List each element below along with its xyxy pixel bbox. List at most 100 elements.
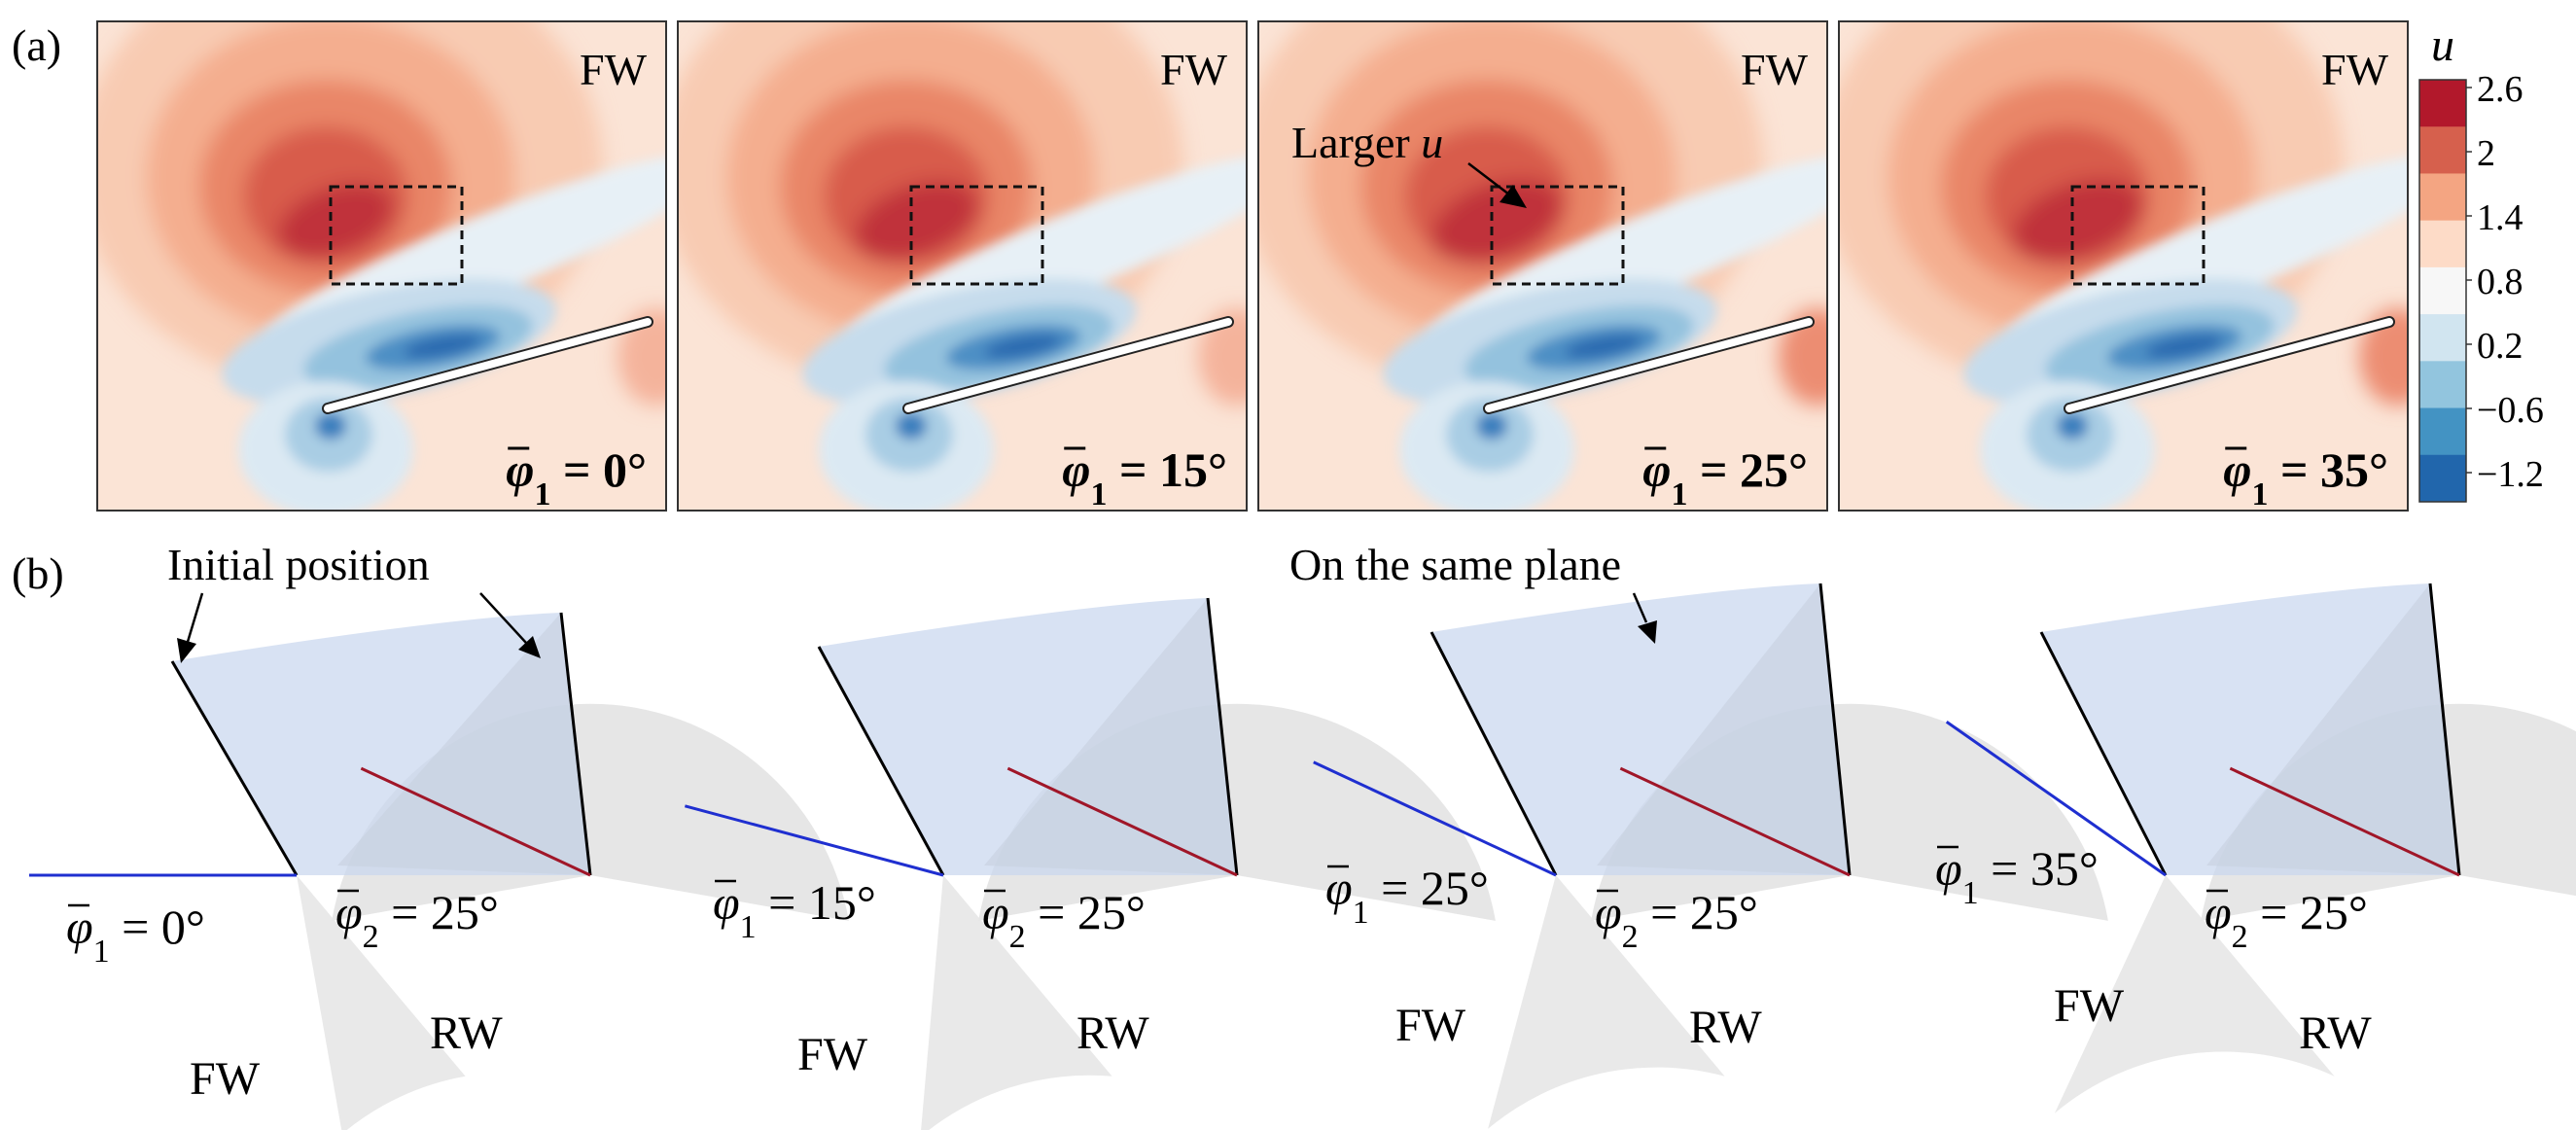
highlight-box	[909, 185, 1044, 286]
fw-sweep-area	[921, 875, 1112, 1130]
phi-symbol: φ	[1062, 442, 1090, 497]
fw-current-position	[1945, 721, 2167, 877]
subplot-frame	[1257, 20, 1828, 512]
subplot-frame	[677, 20, 1248, 512]
velocity-field	[1839, 21, 2408, 511]
negative-u-contours	[1963, 153, 2408, 511]
svg-text:Larger u: Larger u	[1291, 118, 1443, 167]
colorbar-band	[2419, 80, 2466, 127]
rw-current-position	[360, 766, 591, 877]
phi-symbol: φ	[713, 875, 740, 930]
contour-peak	[854, 181, 978, 261]
phi2-value: = 25°	[379, 885, 499, 939]
highlight-box	[2070, 185, 2205, 286]
phi1-value: = 35°	[2269, 442, 2389, 497]
corner-label: FW	[1741, 45, 1809, 94]
corner-label: FW	[580, 45, 648, 94]
contour-subplot: FW φ1 = 25°	[1257, 20, 1828, 512]
contour-level	[896, 412, 927, 440]
colorbar-band	[2419, 361, 2466, 409]
rw-label: RW	[1076, 1007, 1149, 1059]
colorbar-tick-label: −1.2	[2477, 454, 2544, 495]
contour-level	[315, 412, 346, 440]
colorbar-band	[2419, 220, 2466, 268]
phi-subscript: 1	[1962, 875, 1979, 911]
phi1-value: = 0°	[110, 900, 205, 954]
phi-symbol: φ	[1935, 841, 1962, 896]
fw-initial-position	[2039, 631, 2168, 876]
phi2-annotation: φ2 = 25°	[1595, 885, 1758, 955]
contour-peak	[2011, 179, 2143, 263]
initial-position-arrow-left	[186, 592, 204, 643]
phi1-label: φ1 = 25°	[1642, 442, 1808, 512]
panel-a-label: (a)	[12, 20, 61, 70]
phi-subscript: 2	[1622, 919, 1639, 955]
phi-symbol: φ	[506, 442, 534, 497]
phi-symbol: φ	[1642, 442, 1671, 497]
initial-position-arrow-right	[479, 592, 527, 644]
velocity-field	[678, 21, 1247, 511]
same-plane-text: On the same plane	[1289, 540, 1621, 589]
negative-u-contours	[1383, 153, 1827, 511]
rw-initial-position	[2428, 583, 2461, 876]
panel-b-label: (b)	[12, 548, 64, 598]
phi-symbol: φ	[2205, 885, 2232, 939]
phi2-value: = 25°	[1026, 885, 1146, 939]
larger-u-text: Larger	[1291, 118, 1421, 167]
phi1-annotation: φ1 = 35°	[1935, 841, 2099, 911]
rw-overlap	[984, 598, 1237, 875]
phi1-value: = 0°	[551, 442, 648, 497]
colorbar-tick-label: −0.6	[2477, 390, 2544, 431]
same-plane-annotation: On the same plane	[1289, 540, 1657, 644]
fw-initial-position	[170, 660, 299, 876]
same-plane-arrow	[1632, 592, 1648, 623]
phi-symbol: φ	[66, 900, 93, 954]
phi1-value: = 15°	[1108, 442, 1228, 497]
contour-subplot: FW φ1 = 0°	[96, 20, 667, 512]
larger-u-annotation: Larger u	[1291, 118, 1527, 208]
phi2-value: = 25°	[1639, 885, 1758, 939]
phi-subscript: 1	[2252, 477, 2269, 512]
phi2-value: = 25°	[2248, 885, 2368, 939]
contour-level	[1476, 412, 1507, 440]
colorbar-bands	[2419, 80, 2466, 503]
wing-section	[1485, 318, 1813, 412]
contour-peak	[1430, 179, 1563, 263]
phi-symbol: φ	[1595, 885, 1622, 939]
colorbar-title: u	[2431, 19, 2454, 71]
rw-overlap	[337, 613, 590, 875]
initial-position-text: Initial position	[167, 540, 430, 589]
contour-level	[2145, 334, 2223, 359]
initial-position-arrowhead-left	[177, 638, 196, 663]
rw-label: RW	[430, 1007, 503, 1059]
phi-subscript: 2	[363, 919, 379, 955]
colorbar-ticks: 2.621.40.80.2−0.6−1.2	[2466, 69, 2544, 495]
velocity-field	[1258, 21, 1827, 511]
initial-position-annotation: Initial position	[167, 540, 541, 663]
fw-initial-position	[1429, 631, 1558, 876]
subplot-frame	[1838, 20, 2409, 512]
phi-symbol: φ	[982, 885, 1009, 939]
phi1-label: φ1 = 35°	[2223, 442, 2388, 512]
colorbar-tick-label: 0.2	[2477, 326, 2523, 367]
phi1-label: φ1 = 0°	[506, 442, 647, 512]
fw-current-position	[1313, 760, 1557, 877]
phi-symbol: φ	[335, 885, 363, 939]
phi1-annotation: φ1 = 25°	[1325, 861, 1489, 931]
colorbar-band	[2419, 454, 2466, 503]
colorbar-tick-label: 0.8	[2477, 262, 2523, 302]
phi-subscript: 2	[2232, 919, 2248, 955]
larger-u-var: u	[1421, 118, 1443, 167]
wing-section	[904, 318, 1232, 412]
highlight-box	[1490, 185, 1625, 286]
phi-subscript: 1	[1353, 895, 1369, 931]
phi-subscript: 1	[1672, 477, 1688, 512]
phi-subscript: 1	[1091, 477, 1108, 512]
